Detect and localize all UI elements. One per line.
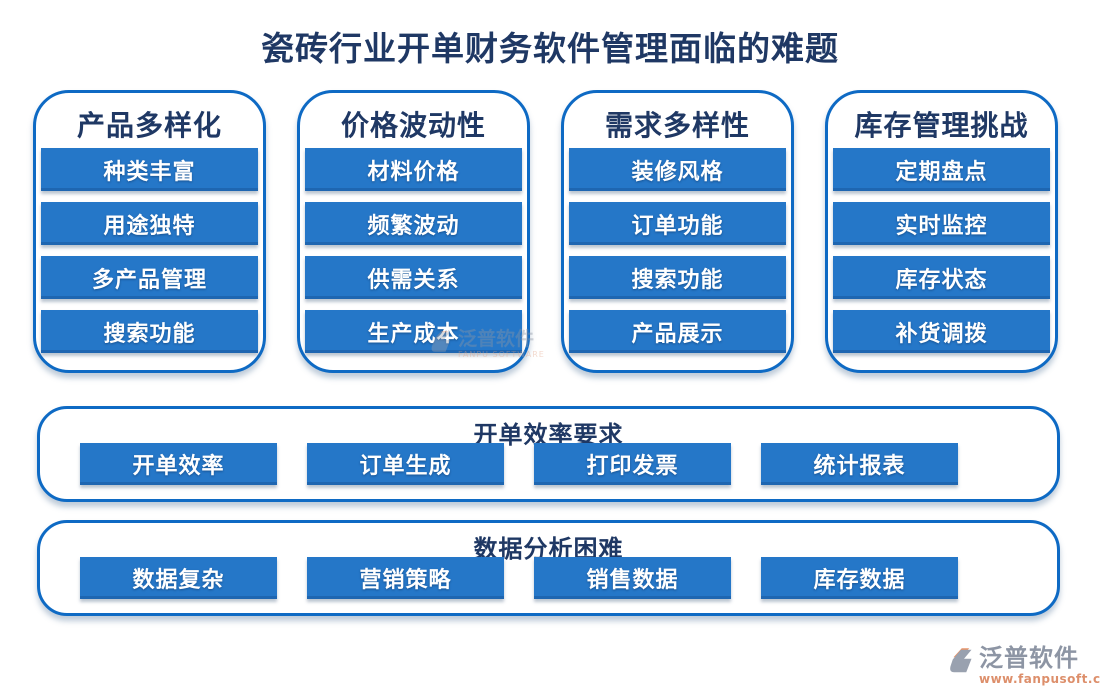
section-item-bar: 营销策略	[307, 557, 504, 599]
section-bars: 开单效率 订单生成 打印发票 统计报表	[80, 443, 958, 485]
card-bars: 定期盘点 实时监控 库存状态 补货调拨	[828, 147, 1055, 364]
card-product-diversity: 产品多样化 种类丰富 用途独特 多产品管理 搜索功能	[33, 90, 266, 373]
card-bars: 种类丰富 用途独特 多产品管理 搜索功能	[36, 147, 263, 364]
fanpu-swoosh-icon	[946, 646, 976, 680]
page-title: 瓷砖行业开单财务软件管理面临的难题	[261, 29, 839, 68]
card-item-bar: 频繁波动	[305, 202, 522, 245]
section-item-bar: 销售数据	[534, 557, 731, 599]
card-item-bar: 补货调拨	[833, 310, 1050, 353]
logo-url: www.fanpusoft.com	[979, 672, 1100, 686]
section-data-analysis: 数据分析困难 数据复杂 营销策略 销售数据 库存数据	[37, 520, 1060, 616]
card-item-bar: 搜索功能	[41, 310, 258, 353]
card-price-volatility: 价格波动性 材料价格 频繁波动 供需关系 生产成本	[297, 90, 530, 373]
card-header: 价格波动性	[340, 109, 486, 142]
card-header: 需求多样性	[604, 109, 750, 142]
fanpu-logo: 泛普软件 www.fanpusoft.com	[946, 646, 1100, 685]
card-item-bar: 用途独特	[41, 202, 258, 245]
section-billing-efficiency: 开单效率要求 开单效率 订单生成 打印发票 统计报表	[37, 406, 1060, 502]
card-item-bar: 定期盘点	[833, 148, 1050, 191]
card-demand-diversity: 需求多样性 装修风格 订单功能 搜索功能 产品展示	[561, 90, 794, 373]
section-item-bar: 订单生成	[307, 443, 504, 485]
card-item-bar: 种类丰富	[41, 148, 258, 191]
card-item-bar: 产品展示	[569, 310, 786, 353]
card-item-bar: 多产品管理	[41, 256, 258, 299]
card-header: 产品多样化	[76, 109, 222, 142]
card-item-bar: 订单功能	[569, 202, 786, 245]
card-item-bar: 供需关系	[305, 256, 522, 299]
card-inventory-challenge: 库存管理挑战 定期盘点 实时监控 库存状态 补货调拨	[825, 90, 1058, 373]
logo-text: 泛普软件 www.fanpusoft.com	[979, 646, 1100, 685]
card-header: 库存管理挑战	[854, 109, 1029, 142]
section-item-bar: 统计报表	[761, 443, 958, 485]
section-item-bar: 打印发票	[534, 443, 731, 485]
card-item-bar: 生产成本	[305, 310, 522, 353]
card-item-bar: 搜索功能	[569, 256, 786, 299]
card-item-bar: 实时监控	[833, 202, 1050, 245]
section-bars: 数据复杂 营销策略 销售数据 库存数据	[80, 557, 958, 599]
cards-row: 产品多样化 种类丰富 用途独特 多产品管理 搜索功能 价格波动性 材料价格 频繁…	[33, 90, 1058, 373]
card-item-bar: 库存状态	[833, 256, 1050, 299]
section-item-bar: 库存数据	[761, 557, 958, 599]
card-item-bar: 材料价格	[305, 148, 522, 191]
section-item-bar: 数据复杂	[80, 557, 277, 599]
logo-brand-name: 泛普软件	[979, 644, 1079, 672]
card-bars: 装修风格 订单功能 搜索功能 产品展示	[564, 147, 791, 364]
card-item-bar: 装修风格	[569, 148, 786, 191]
card-bars: 材料价格 频繁波动 供需关系 生产成本	[300, 147, 527, 364]
section-item-bar: 开单效率	[80, 443, 277, 485]
